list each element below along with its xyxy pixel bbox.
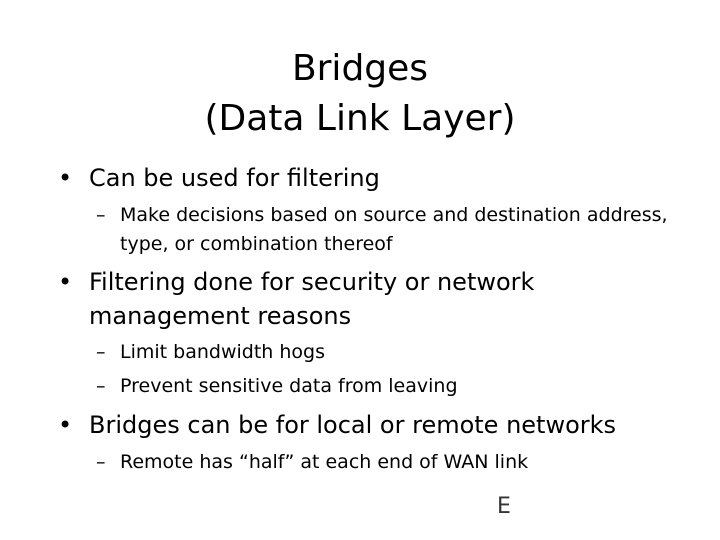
sub-bullet-item: – Limit bandwidth hogs xyxy=(96,338,696,367)
sub-bullet-item: – Prevent sensitive data from leaving xyxy=(96,372,696,401)
sub-bullet-item: – Remote has “half” at each end of WAN l… xyxy=(96,448,696,477)
bullet-item: • Bridges can be for local or remote net… xyxy=(58,408,698,442)
sub-bullet-marker: – xyxy=(96,204,106,226)
corner-mark: E xyxy=(497,494,511,519)
sub-bullet-text: Remote has “half” at each end of WAN lin… xyxy=(120,451,529,473)
bullet-text: Filtering done for security or network m… xyxy=(89,268,535,330)
sub-bullet-text: Prevent sensitive data from leaving xyxy=(120,375,458,397)
sub-bullet-marker: – xyxy=(96,375,106,397)
bullet-text: Bridges can be for local or remote netwo… xyxy=(89,411,617,439)
sub-bullet-text: Make decisions based on source and desti… xyxy=(120,204,668,255)
slide-title-line-1: Bridges xyxy=(291,48,429,89)
bullet-item: • Filtering done for security or network… xyxy=(58,265,698,333)
bullet-marker: • xyxy=(58,268,73,296)
bullet-marker: • xyxy=(58,164,73,192)
bullet-text: Can be used for filtering xyxy=(89,164,380,192)
sub-bullet-marker: – xyxy=(96,451,106,473)
sub-bullet-text: Limit bandwidth hogs xyxy=(120,341,325,363)
bullet-marker: • xyxy=(58,411,73,439)
slide-title: Bridges (Data Link Layer) xyxy=(0,44,720,144)
slide-title-line-2: (Data Link Layer) xyxy=(204,98,516,139)
bullet-item: • Can be used for filtering xyxy=(58,161,698,195)
sub-bullet-item: – Make decisions based on source and des… xyxy=(96,201,696,259)
sub-bullet-marker: – xyxy=(96,341,106,363)
